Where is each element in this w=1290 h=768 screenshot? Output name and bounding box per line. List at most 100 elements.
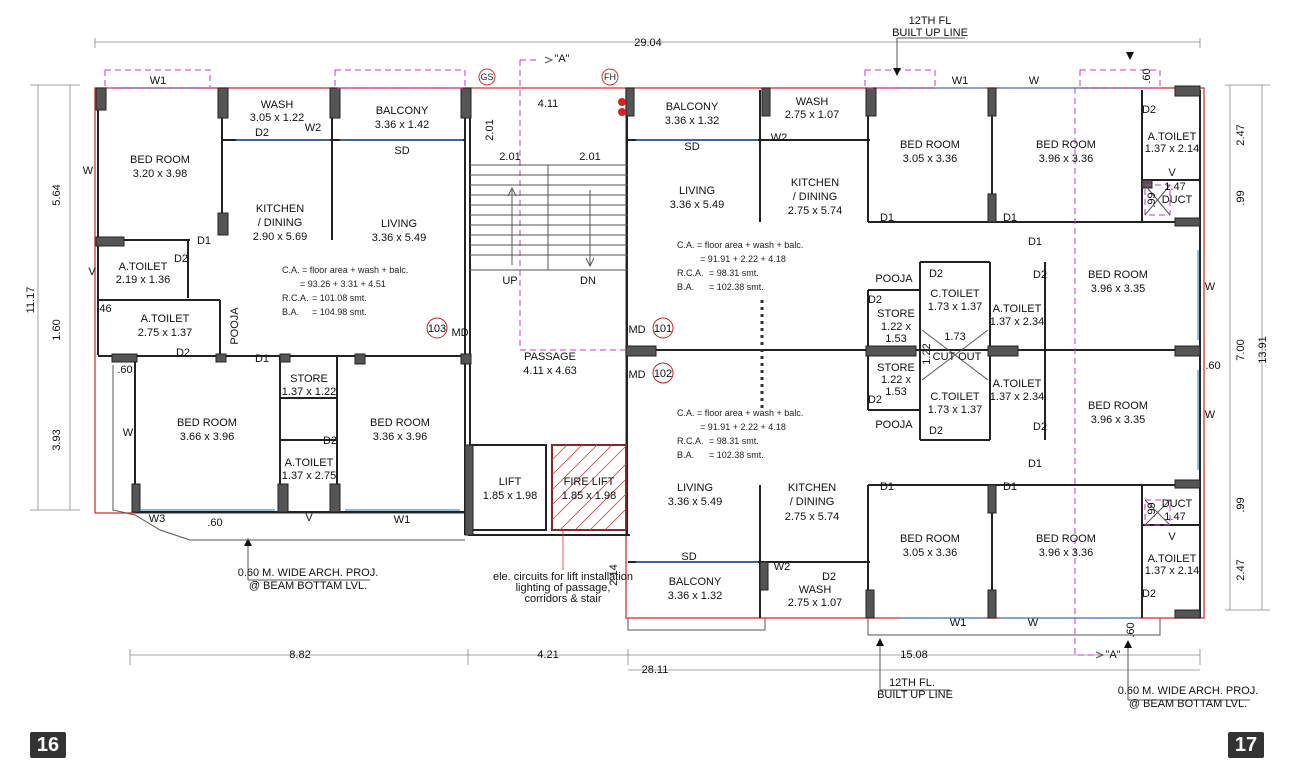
room-name: BED ROOM	[1036, 533, 1096, 545]
unit-102-area: C.A. = floor area + wash + balc. = 91.91…	[628, 362, 803, 460]
room-name: BED ROOM	[1036, 139, 1096, 151]
unit-right-rooms: BALCONY 3.36 x 1.32 WASH 2.75 x 1.07 LIV…	[665, 96, 1199, 609]
room-size: 1.37 x 1.22	[282, 386, 336, 398]
room-size: 2.75 x 1.07	[788, 597, 842, 609]
gs-label: GS	[480, 72, 493, 82]
ba-value: = 104.98 smt.	[312, 307, 367, 317]
dim-right-b: .99	[1235, 190, 1247, 205]
room-name: C.TOILET	[930, 391, 980, 403]
room-name: POOJA	[875, 419, 913, 431]
room-name: WASH	[799, 584, 832, 596]
rca-label: R.C.A.	[677, 268, 704, 278]
unit-tag: 102	[654, 368, 672, 380]
room-name: A.TOILET	[141, 313, 190, 325]
rca-label: R.C.A.	[677, 436, 704, 446]
fh-label: FH	[604, 72, 616, 82]
room-size: 1.85 x 1.98	[483, 490, 537, 502]
room-size: 1.73 x 1.37	[928, 301, 982, 313]
dim-60d: .60	[1205, 360, 1220, 372]
door-tag: D1	[1028, 236, 1042, 248]
unit-103-area: C.A. = floor area + wash + balc. = 93.26…	[282, 265, 469, 339]
fire-lift-hatch	[551, 444, 627, 570]
room-size: 3.36 x 1.42	[375, 119, 429, 131]
dim-right-overall: 13.91	[1257, 336, 1269, 364]
elec-note-1: ele. circuits for lift installation	[493, 571, 633, 583]
window-tag: W	[83, 165, 94, 177]
room-name: BALCONY	[669, 576, 722, 588]
room-name: BED ROOM	[900, 533, 960, 545]
door-tag: D2	[868, 294, 882, 306]
room-name: PASSAGE	[524, 351, 576, 363]
room-name: / DINING	[790, 496, 835, 508]
dim-left-b: 1.60	[51, 319, 63, 340]
dim-right-d: .99	[1235, 497, 1247, 512]
room-name: A.TOILET	[1148, 131, 1197, 143]
door-tag: D1	[255, 353, 269, 365]
dim-60c: .60	[1141, 68, 1153, 83]
md-tag: MD	[628, 369, 645, 381]
arch-left-line2: @ BEAM BOTTAM LVL.	[249, 580, 367, 592]
window-tag: W1	[150, 75, 167, 87]
duct-crosses	[921, 184, 1171, 526]
dim-60a: .60	[117, 364, 132, 376]
v-tag: V	[1168, 531, 1176, 543]
room-size: 1.37 x 2.75	[282, 470, 336, 482]
door-tag: D2	[868, 394, 882, 406]
ca-values: = 93.26 + 3.31 + 4.51	[300, 279, 386, 289]
window-tag: W1	[950, 617, 967, 629]
room-name: A.TOILET	[993, 378, 1042, 390]
room-size: 3.05 x 3.36	[903, 547, 957, 559]
room-size: 3.96 x 3.36	[1039, 153, 1093, 165]
projection-outline	[112, 365, 1161, 636]
room-size: 4.11 x 4.63	[523, 365, 577, 377]
room-name: STORE	[290, 373, 328, 385]
unit-tag-circle	[652, 362, 674, 384]
fl-top-line1: 12TH FL	[909, 15, 952, 27]
room-size: 1.22 x	[881, 321, 911, 333]
window-tag: W	[1029, 75, 1040, 87]
unit-tag: 103	[428, 323, 446, 335]
room-name: KITCHEN	[256, 203, 304, 215]
window-tag: W	[1028, 617, 1039, 629]
room-name: BED ROOM	[370, 417, 430, 429]
room-name: WASH	[261, 99, 294, 111]
unit-tag-circle	[426, 317, 448, 339]
room-size: 3.05 x 3.36	[903, 153, 957, 165]
room-name: BED ROOM	[1088, 269, 1148, 281]
room-name: LIVING	[677, 482, 713, 494]
window-tag: W2	[771, 132, 788, 144]
room-name: BALCONY	[376, 105, 429, 117]
door-tag: D1	[880, 212, 894, 224]
arch-left-line1: 0.60 M. WIDE ARCH. PROJ.	[238, 567, 379, 579]
room-name: BED ROOM	[177, 417, 237, 429]
room-size: 2.90 x 5.69	[253, 231, 307, 243]
room-name: BED ROOM	[1088, 400, 1148, 412]
fl-bot-line1: 12TH FL.	[889, 677, 935, 689]
room-name: CUT OUT	[933, 351, 982, 363]
room-name: FIRE LIFT	[564, 476, 615, 488]
passage-width: 4.11	[538, 98, 559, 110]
room-size: 3.05 x 1.22	[250, 112, 304, 124]
room-size: 1.85 x 1.98	[562, 490, 616, 502]
room-size: 3.36 x 3.96	[373, 431, 427, 443]
section-a-top: "A"	[554, 53, 569, 65]
room-size: 2.75 x 5.74	[785, 511, 839, 523]
room-size: 3.96 x 3.35	[1091, 414, 1145, 426]
ba-value: = 102.38 smt.	[709, 450, 764, 460]
dim-right-a: 2.47	[1235, 124, 1247, 145]
room-size: 1.37 x 2.34	[990, 391, 1044, 403]
room-size: 2.75 x 1.37	[138, 327, 192, 339]
ba-label: B.A.	[677, 450, 694, 460]
unit-tag: 101	[654, 323, 672, 335]
door-tag: D2	[323, 435, 337, 447]
window-tag: W1	[952, 75, 969, 87]
fh-marker	[601, 68, 619, 86]
stair-top-dim: 2.01	[484, 119, 496, 140]
room-size: 3.20 x 3.98	[133, 168, 187, 180]
room-size: 1.37 x 2.14	[1145, 565, 1199, 577]
room-size: 1.22 x	[881, 374, 911, 386]
leader-notes: 12TH FL BUILT UP LINE 12TH FL. BUILT UP …	[238, 15, 1259, 710]
fl-bot-line2: BUILT UP LINE	[877, 689, 953, 701]
room-name: DUCT	[1162, 498, 1193, 510]
door-tag: D2	[822, 571, 836, 583]
